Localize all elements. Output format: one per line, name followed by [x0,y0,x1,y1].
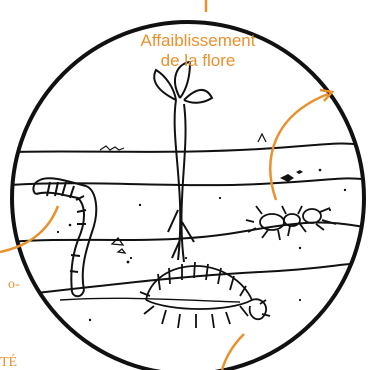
orange-arrows [0,90,332,370]
label-left-fragment: o- [8,277,20,292]
label-flora-line1: Affaiblissement [141,31,256,50]
label-flora-line2: de la flore [161,51,236,70]
label-bottom-left-fragment: TÉ [0,353,17,370]
plant-icon [154,62,212,262]
ground-surface-line [10,143,371,152]
arrow-left [0,206,58,252]
soil-layers [10,62,371,328]
layer-boundary-3 [10,264,371,296]
worm-icon [33,178,96,296]
